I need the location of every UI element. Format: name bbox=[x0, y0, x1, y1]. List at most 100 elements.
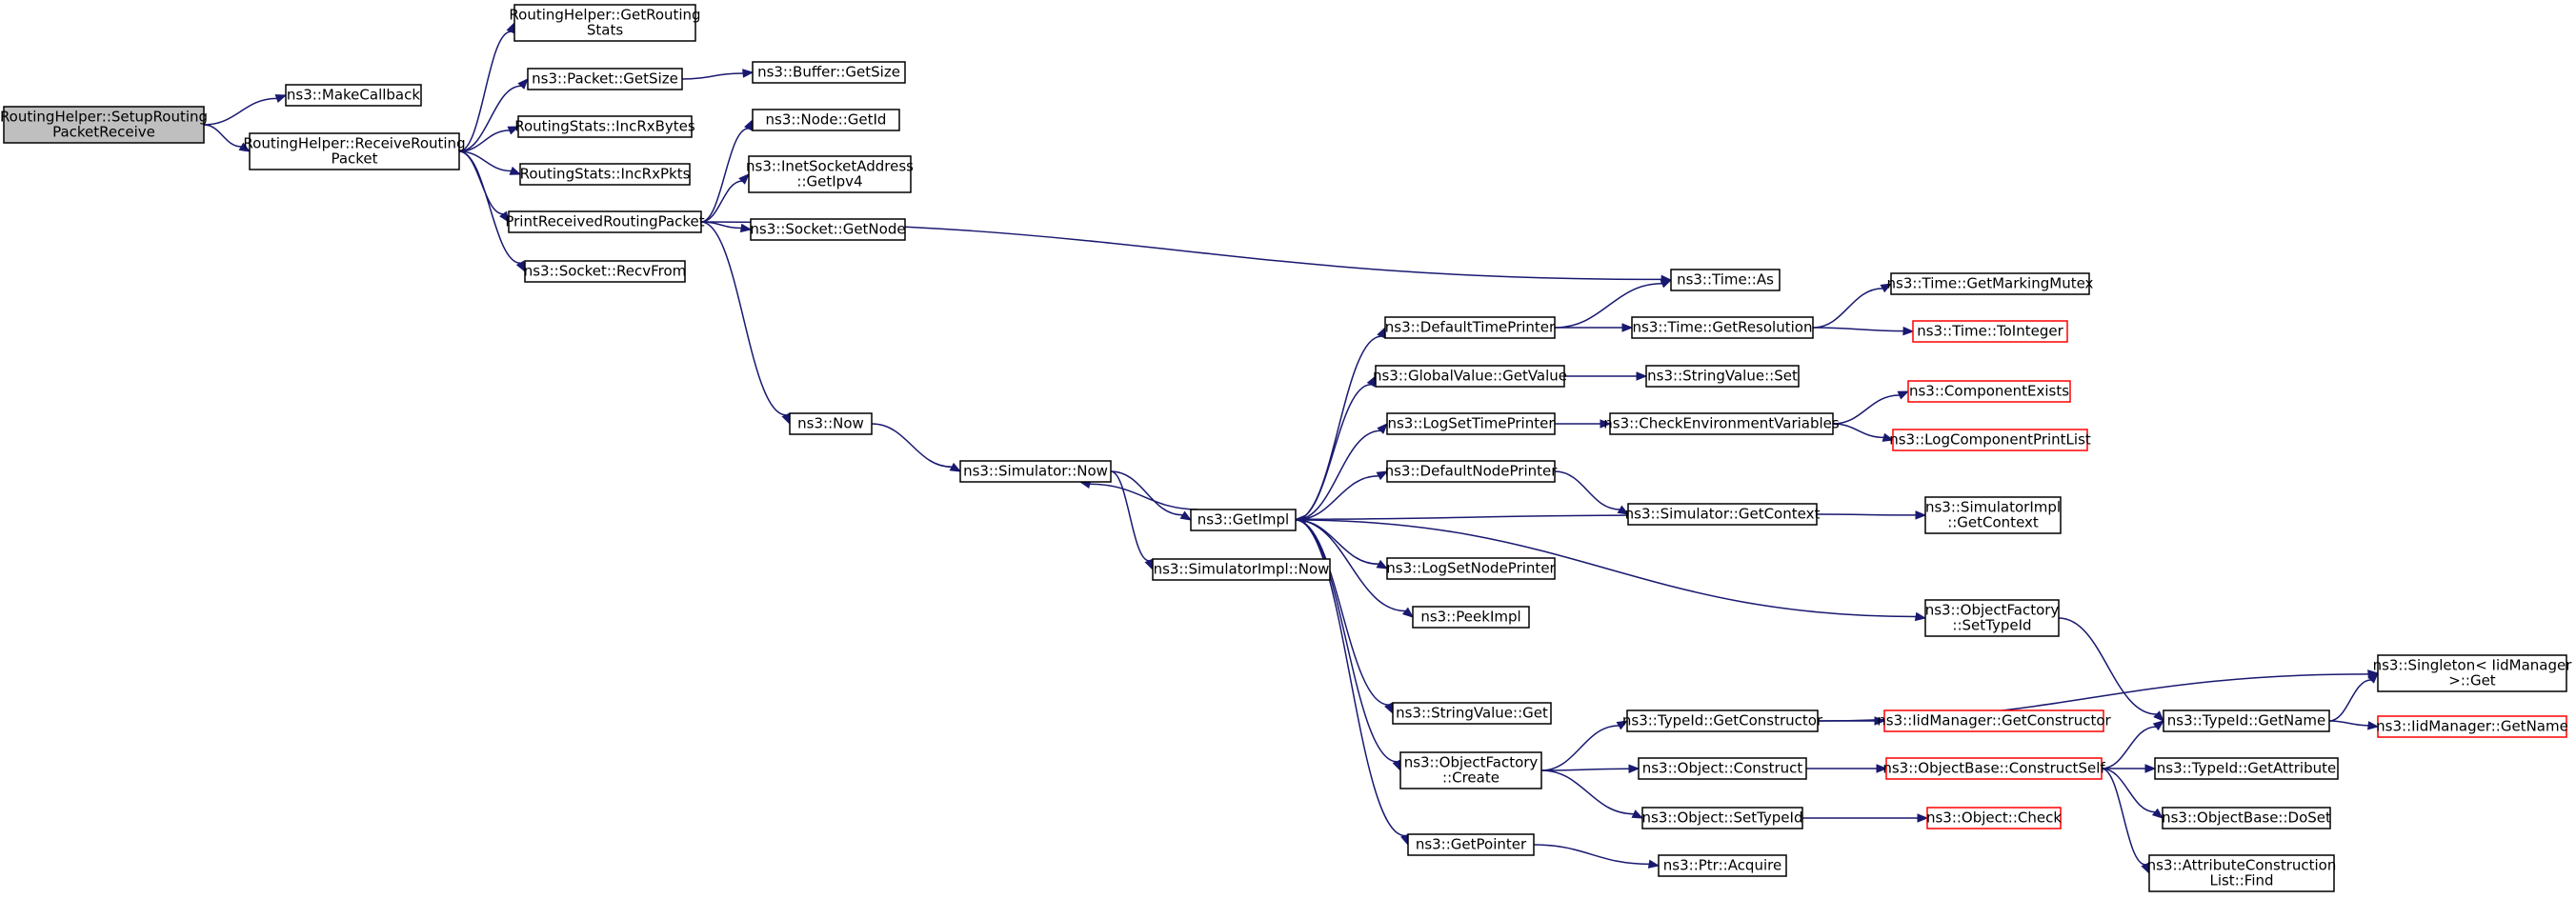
node-label: RoutingStats::IncRxPkts bbox=[520, 166, 691, 183]
edge-n30-n16 bbox=[1294, 514, 1629, 524]
node-label: ::GetIpv4 bbox=[796, 173, 862, 190]
node-n34[interactable]: ns3::Object::SetTypeId bbox=[1641, 807, 1803, 829]
edge-arrowhead bbox=[1902, 326, 1915, 336]
node-box bbox=[1907, 380, 2071, 403]
node-n16[interactable]: ns3::GetImpl bbox=[1190, 509, 1297, 531]
node-n46[interactable]: ns3::TypeId::GetAttribute bbox=[2154, 757, 2339, 780]
edge-line bbox=[1110, 470, 1150, 562]
node-n37[interactable]: ns3::Time::ToInteger bbox=[1912, 320, 2068, 343]
edge-line bbox=[681, 72, 744, 80]
node-n7[interactable]: PrintReceivedRoutingPacket bbox=[505, 210, 705, 233]
node-box bbox=[1626, 709, 1819, 732]
node-n1[interactable]: ns3::MakeCallback bbox=[285, 84, 422, 107]
edge-line bbox=[1295, 474, 1379, 521]
node-n40[interactable]: ns3::SimulatorImpl::GetContext bbox=[1924, 496, 2062, 534]
node-box bbox=[1399, 751, 1542, 789]
edge-line bbox=[1533, 844, 1650, 866]
node-n33[interactable]: ns3::Object::Construct bbox=[1638, 757, 1807, 780]
node-box bbox=[513, 4, 696, 42]
node-label: ns3::Time::GetResolution bbox=[1633, 319, 1813, 336]
edge-line bbox=[1832, 394, 1900, 425]
node-box bbox=[752, 61, 906, 84]
edge-line bbox=[1295, 519, 1917, 618]
node-n9[interactable]: ns3::Buffer::GetSize bbox=[752, 61, 906, 84]
node-box bbox=[1386, 460, 1556, 483]
node-box bbox=[2377, 654, 2567, 692]
node-box bbox=[517, 115, 693, 138]
node-n45[interactable]: ns3::TypeId::GetName bbox=[2163, 709, 2330, 732]
node-label: ns3::Simulator::GetContext bbox=[1625, 506, 1821, 523]
node-label: PacketReceive bbox=[52, 124, 155, 141]
node-n20[interactable]: ns3::LogSetTimePrinter bbox=[1386, 412, 1556, 435]
node-n17[interactable]: ns3::SimulatorImpl::Now bbox=[1152, 558, 1331, 581]
edge-arrowhead bbox=[1660, 279, 1673, 289]
node-box bbox=[1375, 365, 1565, 388]
node-n14[interactable]: ns3::Now bbox=[789, 412, 873, 435]
node-n39[interactable]: ns3::LogComponentPrintList bbox=[1889, 429, 2091, 451]
node-label: ns3::AttributeConstruction bbox=[2147, 857, 2337, 874]
node-n36[interactable]: ns3::Time::GetMarkingMutex bbox=[1887, 272, 2094, 295]
node-n8[interactable]: ns3::Socket::RecvFrom bbox=[524, 260, 687, 283]
node-n35[interactable]: ns3::Ptr::Acquire bbox=[1658, 854, 1787, 877]
edge-line bbox=[458, 130, 510, 152]
node-label: ns3::Singleton< IidManager bbox=[2373, 657, 2573, 674]
node-n6[interactable]: RoutingStats::IncRxPkts bbox=[519, 163, 691, 186]
node-n41[interactable]: ns3::IidManager::GetConstructor bbox=[1877, 709, 2112, 732]
node-label: ns3::SimulatorImpl bbox=[1925, 499, 2061, 516]
edge-arrowhead bbox=[2144, 764, 2157, 773]
node-n24[interactable]: ns3::StringValue::Get bbox=[1392, 702, 1552, 725]
node-n10[interactable]: ns3::Node::GetId bbox=[752, 109, 900, 131]
node-box bbox=[1883, 709, 2104, 732]
node-n47[interactable]: ns3::ObjectBase::DoSet bbox=[2162, 807, 2331, 829]
edge-arrowhead bbox=[1915, 510, 1927, 520]
node-label: ns3::ObjectFactory bbox=[1925, 602, 2060, 619]
node-n28[interactable]: ns3::StringValue::Set bbox=[1645, 365, 1800, 388]
node-n43[interactable]: ns3::Object::Check bbox=[1926, 807, 2062, 829]
node-n30[interactable]: ns3::Simulator::GetContext bbox=[1625, 503, 1821, 526]
node-n27[interactable]: ns3::Time::GetResolution bbox=[1631, 316, 1814, 339]
edge-line bbox=[1816, 513, 1917, 516]
node-n19[interactable]: ns3::GlobalValue::GetValue bbox=[1373, 365, 1567, 388]
node-n18[interactable]: ns3::DefaultTimePrinter bbox=[1384, 316, 1556, 339]
node-n15[interactable]: ns3::Simulator::Now bbox=[959, 460, 1112, 483]
node-n25[interactable]: ns3::ObjectFactory::Create bbox=[1399, 751, 1542, 789]
node-n31[interactable]: ns3::ObjectFactory::SetTypeId bbox=[1924, 599, 2060, 637]
edge-n26-n35 bbox=[1533, 844, 1660, 869]
edge-arrowhead bbox=[1636, 371, 1648, 381]
node-box bbox=[1412, 606, 1530, 629]
edge-n25-n33 bbox=[1540, 764, 1640, 773]
edge-line bbox=[1295, 519, 1405, 837]
node-n32[interactable]: ns3::TypeId::GetConstructor bbox=[1622, 709, 1823, 732]
node-n29[interactable]: ns3::CheckEnvironmentVariables bbox=[1603, 412, 1840, 435]
edge-line bbox=[700, 221, 787, 416]
edge-arrowhead bbox=[1917, 813, 1929, 823]
node-n4[interactable]: ns3::Packet::GetSize bbox=[527, 68, 683, 90]
edge-line bbox=[1295, 519, 1398, 763]
node-n22[interactable]: ns3::LogSetNodePrinter bbox=[1386, 557, 1557, 580]
node-n42[interactable]: ns3::ObjectBase::ConstructSelf bbox=[1882, 757, 2105, 780]
node-n38[interactable]: ns3::ComponentExists bbox=[1907, 380, 2071, 403]
node-n44[interactable]: ns3::Singleton< IidManager>::Get bbox=[2373, 654, 2573, 692]
node-box bbox=[1645, 365, 1800, 388]
node-n12[interactable]: ns3::Socket::GetNode bbox=[750, 218, 906, 241]
edge-n7-n11 bbox=[700, 173, 750, 223]
edge-arrowhead bbox=[1179, 510, 1193, 521]
edge-line bbox=[2328, 720, 2369, 727]
node-label: ns3::StringValue::Set bbox=[1647, 368, 1798, 385]
node-n5[interactable]: RoutingStats::IncRxBytes bbox=[514, 115, 695, 138]
node-n13[interactable]: ns3::Time::As bbox=[1670, 269, 1781, 291]
node-n49[interactable]: ns3::IidManager::GetName bbox=[2376, 715, 2568, 738]
node-n23[interactable]: ns3::PeekImpl bbox=[1412, 606, 1530, 629]
edge-n2-n3 bbox=[458, 21, 515, 152]
node-n26[interactable]: ns3::GetPointer bbox=[1407, 833, 1535, 856]
edge-n2-n4 bbox=[458, 78, 529, 152]
node-n21[interactable]: ns3::DefaultNodePrinter bbox=[1385, 460, 1559, 483]
node-box bbox=[508, 210, 702, 233]
node-label: ns3::TypeId::GetAttribute bbox=[2157, 760, 2336, 777]
edge-line bbox=[2328, 679, 2371, 722]
node-n11[interactable]: ns3::InetSocketAddress::GetIpv4 bbox=[746, 155, 914, 193]
